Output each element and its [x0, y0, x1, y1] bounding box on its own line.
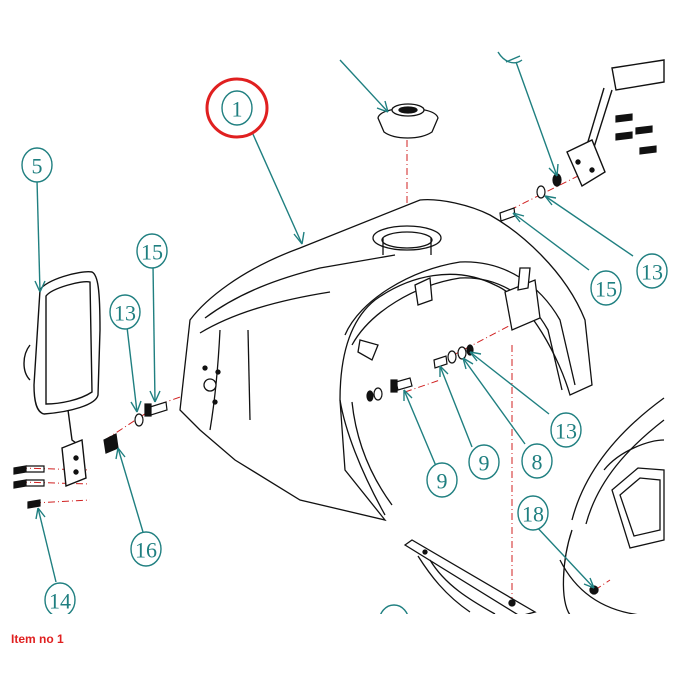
callout-9-a-label: 9 [437, 469, 448, 494]
grommet-part [377, 103, 439, 139]
callout-15-right-circle [590, 270, 622, 306]
callout-16-label: 16 [135, 538, 157, 563]
callout-8-circle [521, 443, 553, 479]
callout-13-mid-circle [550, 412, 582, 448]
callout-18-label: 18 [522, 502, 544, 527]
instrument-cluster-part [559, 397, 665, 616]
callout-circles [21, 51, 668, 640]
left-mirror-part [23, 271, 101, 487]
callout-15-right-label: 15 [595, 277, 617, 302]
callout-1-circle [221, 90, 253, 126]
right-mirror-part [566, 59, 665, 188]
callout-9-b-label: 9 [479, 451, 490, 476]
callout-5-label: 5 [32, 154, 43, 179]
callout-13-top-label: 13 [641, 260, 663, 285]
leader-lines [34, 55, 634, 589]
callout-5-circle [21, 147, 53, 183]
callout-13-top-circle [636, 253, 668, 289]
callout-13-left-label: 13 [114, 301, 136, 326]
callout-8-label: 8 [532, 450, 543, 475]
callout-18-circle [517, 495, 549, 531]
callout-15-left-label: 15 [141, 240, 163, 265]
callout-9-a-circle [426, 462, 458, 498]
dashboard-cover [179, 199, 593, 522]
callout-offscreen-arc [497, 51, 523, 64]
crop-mask [0, 614, 700, 700]
callout-1-label: 1 [232, 97, 243, 122]
highlight-ring [205, 77, 269, 139]
fasteners [13, 113, 657, 509]
lower-bracket-part [403, 539, 537, 617]
callout-15-left-circle [136, 233, 168, 269]
callout-9-b-circle [468, 444, 500, 480]
callout-13-mid-label: 13 [555, 419, 577, 444]
callout-13-left-circle [109, 294, 141, 330]
item-caption: Item no 1 [11, 632, 64, 646]
callout-14-label: 14 [49, 589, 71, 614]
callout-16-circle [130, 531, 162, 567]
